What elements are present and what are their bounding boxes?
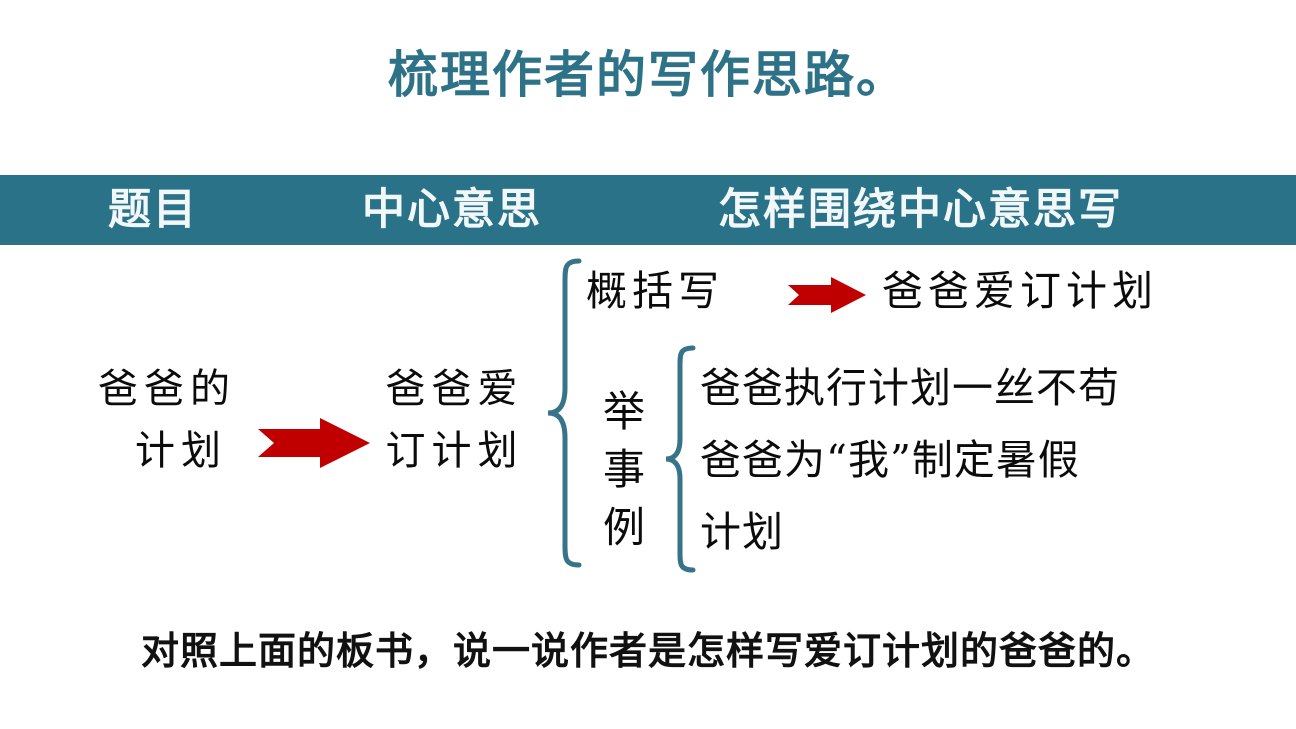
topic-line-1: 爸爸的 (98, 366, 236, 412)
method-summary-label: 概括写 (586, 267, 724, 315)
column-header-how-to-write: 怎样围绕中心意思写 (718, 185, 1123, 235)
right-arrow-icon-topic-to-idea (258, 418, 370, 468)
topic-line-2: 计划 (135, 428, 227, 474)
outer-brace-icon (547, 258, 582, 568)
main-idea-cell: 爸爸爱 订计划 (362, 358, 547, 482)
main-idea-line-2: 订计划 (385, 428, 524, 474)
method-examples-label: 举 事 例 (598, 383, 650, 557)
footer-prompt-text: 对照上面的板书，说一说作者是怎样写爱订计划的爸爸的。 (140, 629, 1155, 673)
method-examples-label-char-1: 举 (602, 387, 645, 436)
topic-cell: 爸爸的 计划 (72, 358, 262, 482)
method-examples-list: 爸爸执行计划一丝不苟 爸爸为“我”制定暑假 计划 (700, 352, 1260, 568)
method-examples-label-char-3: 例 (602, 503, 645, 552)
example-item-2: 爸爸为“我”制定暑假 (700, 436, 1080, 484)
method-examples-label-char-2: 事 (602, 445, 645, 494)
column-header-topic: 题目 (108, 185, 198, 235)
example-item-1: 爸爸执行计划一丝不苟 (700, 364, 1120, 412)
example-item-2-continued: 计划 (700, 508, 784, 556)
column-header-main-idea: 中心意思 (362, 185, 542, 235)
table-header-bar: 题目 中心意思 怎样围绕中心意思写 (0, 175, 1296, 245)
method-summary-result: 爸爸爱订计划 (882, 267, 1158, 315)
main-idea-line-1: 爸爸爱 (385, 366, 524, 412)
right-arrow-icon-summary-to-result (788, 277, 866, 313)
page-title: 梳理作者的写作思路。 (388, 46, 908, 104)
inner-brace-icon (665, 345, 696, 573)
